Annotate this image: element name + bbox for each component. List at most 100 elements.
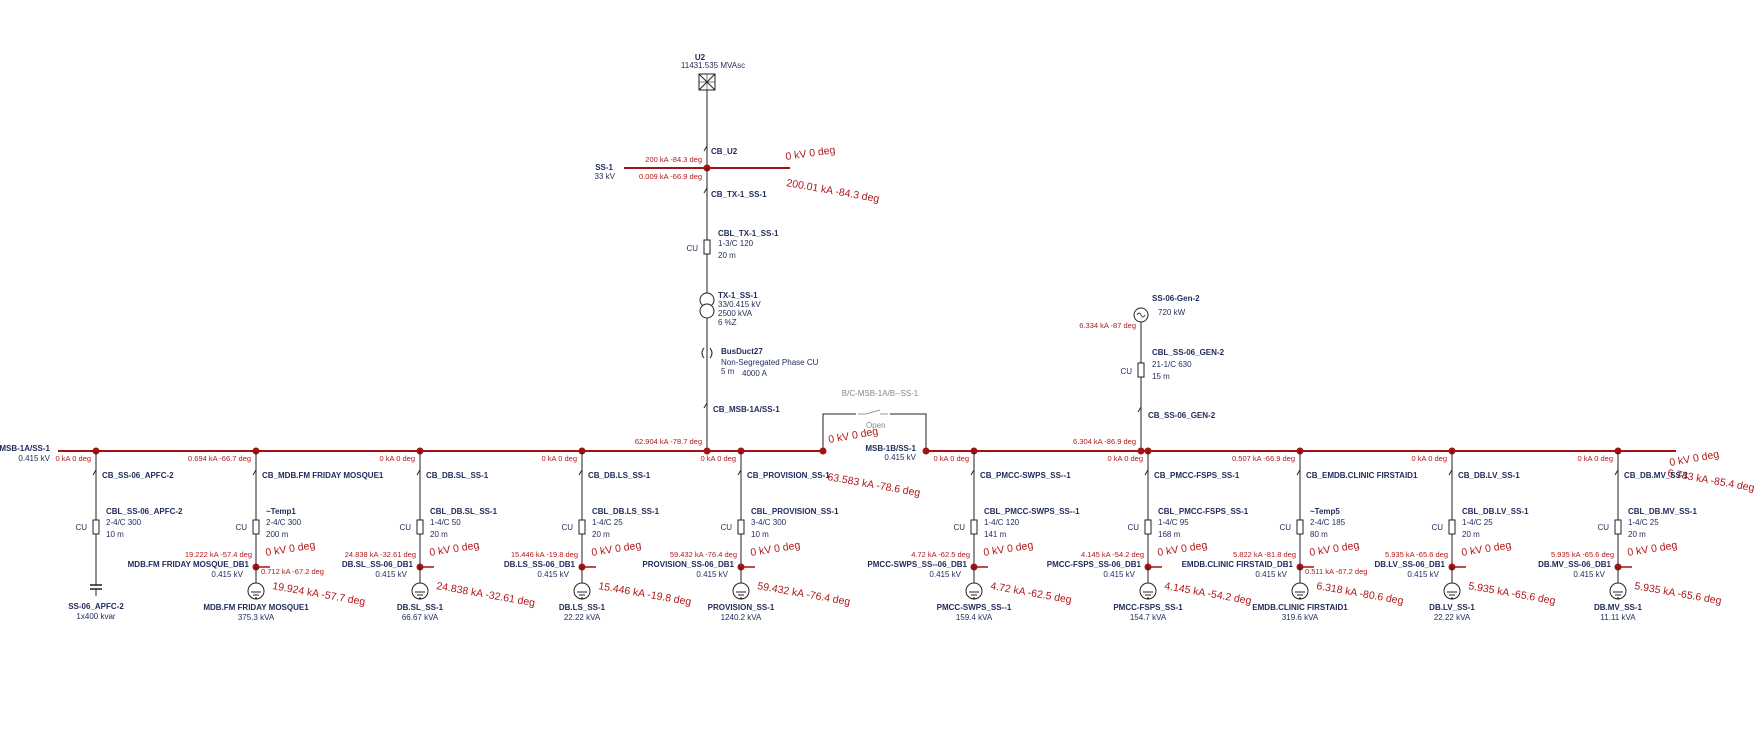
feeder-cable-cu: CU bbox=[1127, 523, 1139, 532]
feeder-kv: 0 kV 0 deg bbox=[1157, 539, 1209, 559]
bus-ss1-fault: 200.01 kA -84.3 deg bbox=[785, 177, 880, 205]
feeder-load-rating: 1240.2 kVA bbox=[721, 613, 762, 622]
feeder-kv: 0 kV 0 deg bbox=[591, 539, 643, 559]
busduct-name: BusDuct27 bbox=[721, 347, 763, 356]
tx-breaker-label: CB_TX-1_SS-1 bbox=[711, 190, 767, 199]
load-icon[interactable] bbox=[1443, 582, 1461, 600]
feeder-kv: 0 kV 0 deg bbox=[265, 539, 317, 559]
feeder-bus-flow: 0.507 kA -66.9 deg bbox=[1232, 454, 1295, 463]
feeder-kv: 0 kV 0 deg bbox=[1461, 539, 1513, 559]
breaker-icon[interactable] bbox=[252, 469, 257, 476]
cable-icon[interactable] bbox=[1137, 362, 1145, 378]
feeder-ka-in: 4.72 kA -62.5 deg bbox=[911, 550, 970, 559]
feeder-load-name: DB.SL_SS-1 bbox=[397, 603, 444, 612]
feeder-breaker-label: CB_DB.LS_SS-1 bbox=[588, 471, 651, 480]
breaker-icon[interactable] bbox=[1137, 406, 1142, 413]
feeder-bus-flow: 0 kA 0 deg bbox=[1578, 454, 1613, 463]
load-icon[interactable] bbox=[1609, 582, 1627, 600]
gen-cable-cu: CU bbox=[1120, 367, 1132, 376]
feeder-db-name: DB.MV_SS-06_DB1 bbox=[1538, 560, 1611, 569]
feeder-bus-flow: 0 kA 0 deg bbox=[542, 454, 577, 463]
feeder-db-name: MDB.FM FRIDAY MOSQUE_DB1 bbox=[128, 560, 250, 569]
feeder-cable-size: 1-4/C 25 bbox=[1462, 518, 1493, 527]
load-icon[interactable] bbox=[1291, 582, 1309, 600]
bus-node bbox=[703, 447, 711, 455]
breaker-icon[interactable] bbox=[703, 187, 708, 194]
load-icon[interactable] bbox=[247, 582, 265, 600]
breaker-icon[interactable] bbox=[737, 469, 742, 476]
load-icon[interactable] bbox=[732, 582, 750, 600]
cable-icon[interactable] bbox=[252, 519, 260, 535]
breaker-icon[interactable] bbox=[1614, 469, 1619, 476]
feeder-ka-in: 24.838 kA -32.61 deg bbox=[345, 550, 416, 559]
breaker-icon[interactable] bbox=[1144, 469, 1149, 476]
feeder-cable-size: 1-4/C 25 bbox=[1628, 518, 1659, 527]
feeder-2 bbox=[411, 447, 434, 600]
cable-icon[interactable] bbox=[1448, 519, 1456, 535]
feeder-db-kv: 0.415 kV bbox=[375, 570, 407, 579]
breaker-icon[interactable] bbox=[703, 145, 708, 155]
cable-icon[interactable] bbox=[578, 519, 586, 535]
feeder-cable-cu: CU bbox=[561, 523, 573, 532]
cable-icon[interactable] bbox=[703, 239, 711, 255]
feeder-db-kv: 0.415 kV bbox=[1255, 570, 1287, 579]
feeder-db-kv: 0.415 kV bbox=[1407, 570, 1439, 579]
breaker-icon[interactable] bbox=[416, 469, 421, 476]
cable-icon[interactable] bbox=[970, 519, 978, 535]
feeder-bus-flow: 0 kA 0 deg bbox=[1412, 454, 1447, 463]
feeder-cable-name: CBL_SS-06_APFC-2 bbox=[106, 507, 183, 516]
cable-icon[interactable] bbox=[1144, 519, 1152, 535]
feeder-cable-name: CBL_PMCC-FSPS_SS-1 bbox=[1158, 507, 1249, 516]
feeder-db-name: DB.SL_SS-06_DB1 bbox=[342, 560, 414, 569]
tie-state: Open bbox=[866, 421, 886, 430]
tx-cable-name: CBL_TX-1_SS-1 bbox=[718, 229, 779, 238]
feeder-db-kv: 0.415 kV bbox=[211, 570, 243, 579]
breaker-icon[interactable] bbox=[703, 402, 708, 409]
load-icon[interactable] bbox=[965, 582, 983, 600]
feeder-kv: 0 kV 0 deg bbox=[983, 539, 1035, 559]
feeder-cable-len: 20 m bbox=[592, 530, 610, 539]
breaker-icon[interactable] bbox=[578, 469, 583, 476]
load-icon[interactable] bbox=[1139, 582, 1157, 600]
load-icon[interactable] bbox=[573, 582, 591, 600]
feeder-cable-name: CBL_DB.MV_SS-1 bbox=[1628, 507, 1697, 516]
utility-breaker-label: CB_U2 bbox=[711, 147, 738, 156]
breaker-icon[interactable] bbox=[1448, 469, 1453, 476]
utility-source[interactable]: U2 11431.535 MVAsc bbox=[681, 53, 745, 91]
feeder-breaker-label: CB_MDB.FM FRIDAY MOSQUE1 bbox=[262, 471, 384, 480]
feeder-db-kv: 0.415 kV bbox=[929, 570, 961, 579]
feeder-fault: 24.838 kA -32.61 deg bbox=[435, 580, 536, 609]
msb-breaker-label: CB_MSB-1A/SS-1 bbox=[713, 405, 780, 414]
feeder-breaker-label: CB_DB.MV_SS-1 bbox=[1624, 471, 1689, 480]
breaker-icon[interactable] bbox=[92, 469, 97, 476]
cable-icon[interactable] bbox=[1296, 519, 1304, 535]
cable-icon[interactable] bbox=[416, 519, 424, 535]
utility-grid-icon bbox=[698, 73, 716, 91]
feeder-breaker-label: CB_PMCC-SWPS_SS--1 bbox=[980, 471, 1071, 480]
feeder-db-kv: 0.415 kV bbox=[1103, 570, 1135, 579]
feeder-kv: 0 kV 0 deg bbox=[750, 539, 802, 559]
load-icon[interactable] bbox=[411, 582, 429, 600]
cable-icon[interactable] bbox=[1614, 519, 1622, 535]
feeder-breaker-label: CB_DB.SL_SS-1 bbox=[426, 471, 489, 480]
feeder-bus-flow: 0 kA 0 deg bbox=[56, 454, 91, 463]
feeder-kv: 0 kV 0 deg bbox=[429, 539, 481, 559]
feeder-db-name: PROVISION_SS-06_DB1 bbox=[642, 560, 734, 569]
feeder-cable-cu: CU bbox=[75, 523, 87, 532]
transformer-icon[interactable] bbox=[699, 292, 715, 319]
feeder-load-name: EMDB.CLINIC FIRSTAID1 bbox=[1252, 603, 1348, 612]
breaker-icon[interactable] bbox=[1296, 469, 1301, 476]
feeder-load-rating: 22.22 kVA bbox=[1434, 613, 1471, 622]
generator-icon[interactable] bbox=[1133, 307, 1149, 323]
gen-cable-len: 15 m bbox=[1152, 372, 1170, 381]
cable-icon[interactable] bbox=[737, 519, 745, 535]
tie-breaker[interactable] bbox=[822, 409, 927, 451]
busduct-icon[interactable] bbox=[701, 347, 713, 359]
gen-rating: 720 kW bbox=[1158, 308, 1186, 317]
feeder-ka-in: 5.935 kA -65.6 deg bbox=[1385, 550, 1448, 559]
feeder-ka-out: 0.712 kA -67.2 deg bbox=[261, 567, 324, 576]
cable-icon[interactable] bbox=[92, 519, 100, 535]
feeder-db-kv: 0.415 kV bbox=[537, 570, 569, 579]
tie-name: B/C-MSB-1A/B--SS-1 bbox=[842, 389, 919, 398]
breaker-icon[interactable] bbox=[970, 469, 975, 476]
